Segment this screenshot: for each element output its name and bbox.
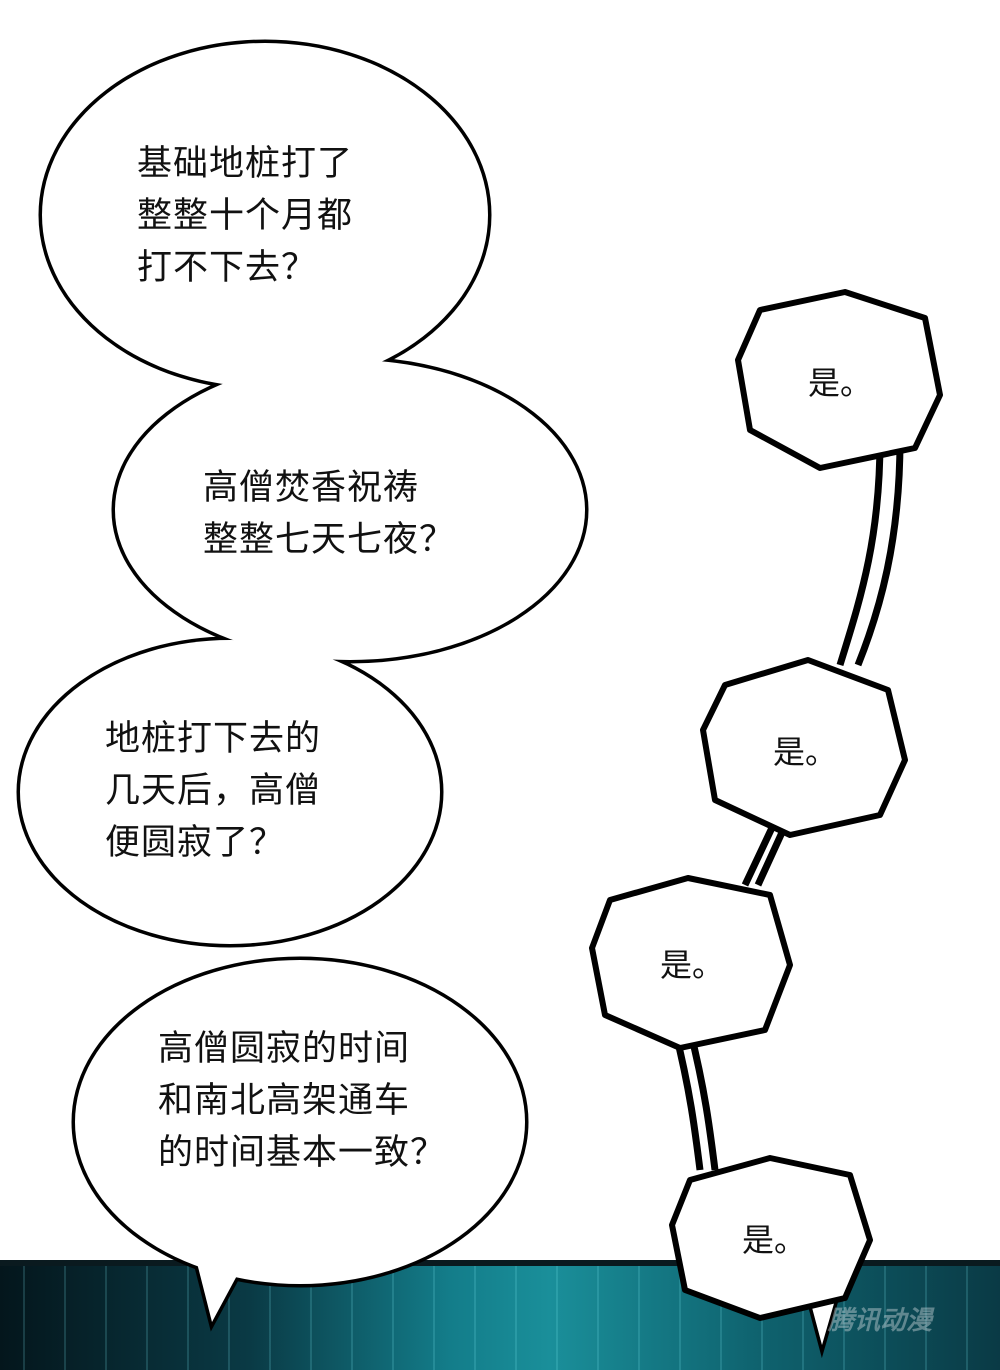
text-line: 地桩打下去的 <box>105 719 322 759</box>
text-line: 打不下去？ <box>137 248 318 288</box>
reply-text-3: 是。 <box>660 946 725 984</box>
text-line: 便圆寂了？ <box>105 823 286 863</box>
text-line: 几天后，高僧 <box>105 771 322 811</box>
text-line: 基础地桩打了 <box>137 144 354 184</box>
bubble-text-4: 高僧圆寂的时间 和南北高架通车 的时间基本一致？ <box>158 1023 446 1179</box>
bubble-text-3: 地桩打下去的 几天后，高僧 便圆寂了？ <box>105 713 321 869</box>
text-line: 和南北高架通车 <box>158 1081 411 1121</box>
reply-text-2: 是。 <box>773 733 838 771</box>
text-line: 高僧圆寂的时间 <box>158 1029 411 1069</box>
reply-text-1: 是。 <box>808 364 873 402</box>
text-line: 的时间基本一致？ <box>158 1133 447 1173</box>
bubble-text-1: 基础地桩打了 整整十个月都 打不下去？ <box>137 138 353 294</box>
text-line: 整整七天七夜？ <box>203 520 456 560</box>
reply-text-4: 是。 <box>742 1221 807 1259</box>
bubble-text-2: 高僧焚香祝祷 整整七天七夜？ <box>203 462 455 566</box>
watermark: 腾讯动漫 <box>828 1306 933 1336</box>
text-line: 高僧焚香祝祷 <box>203 468 420 508</box>
text-line: 整整十个月都 <box>137 196 354 236</box>
